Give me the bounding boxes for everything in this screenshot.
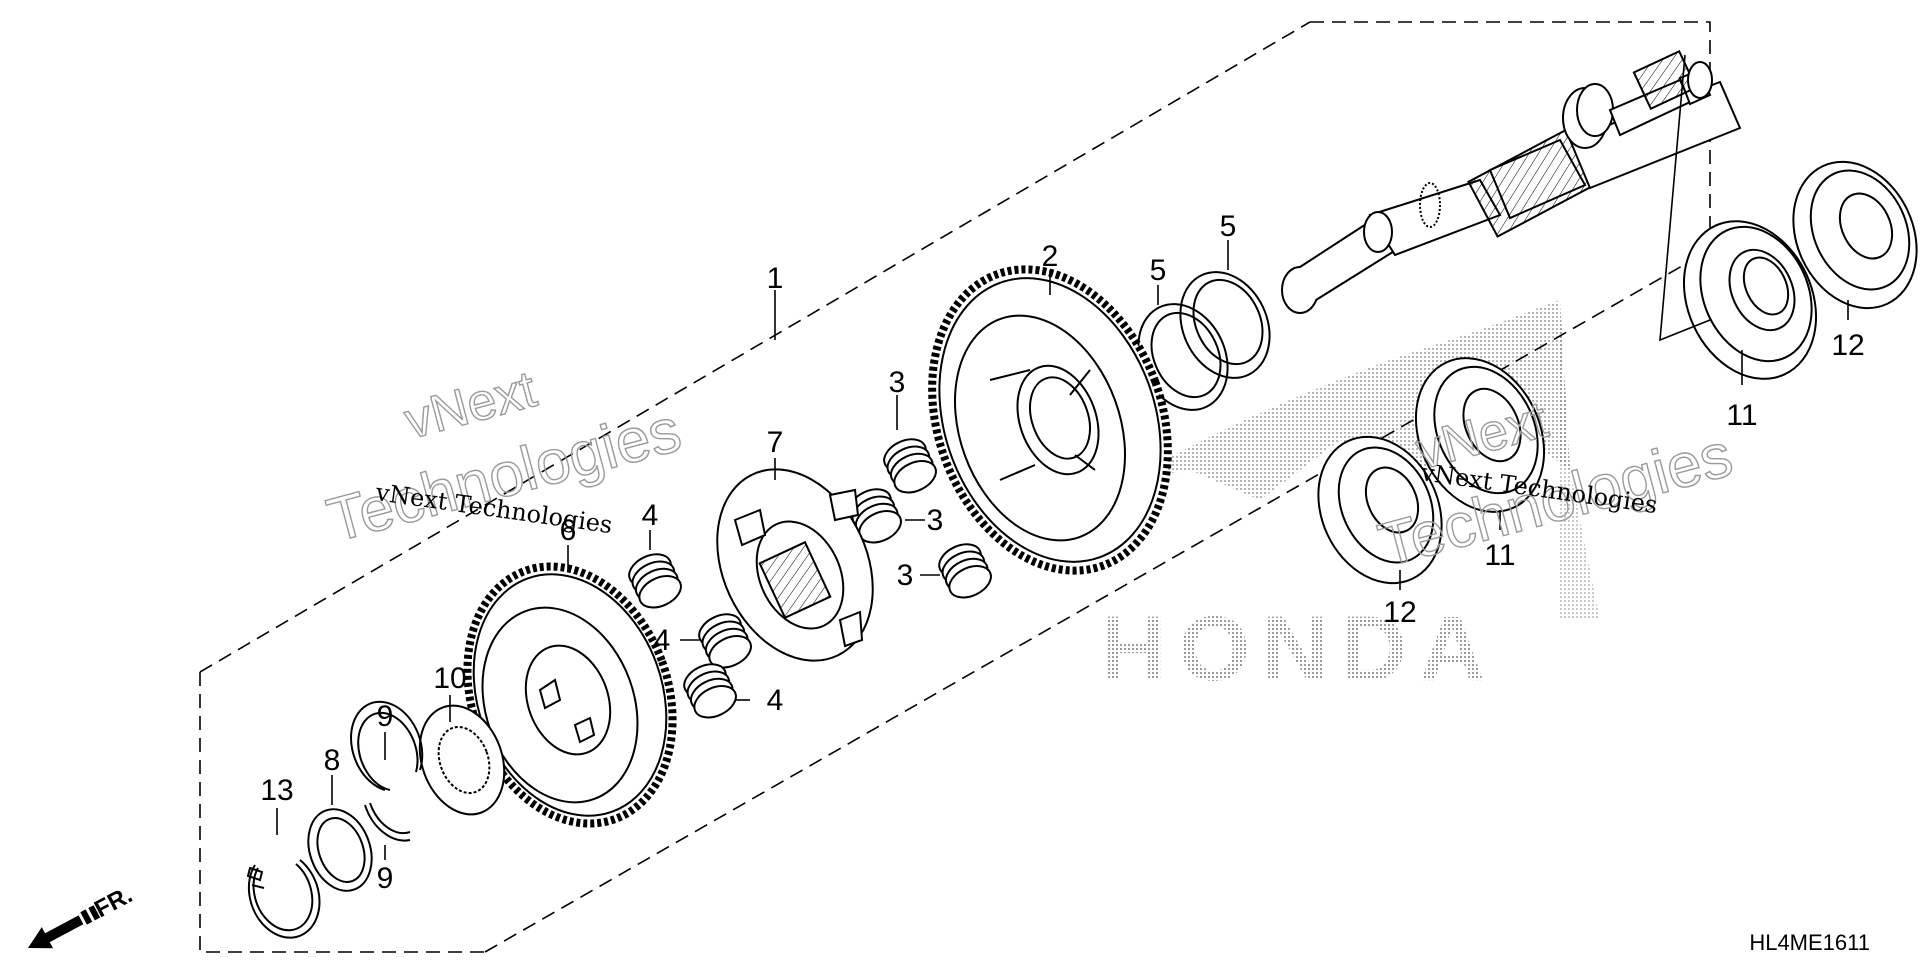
thrust-washers-5 (1137, 271, 1271, 411)
callout-13: 13 (260, 774, 293, 807)
callouts: 1 2 3 3 3 4 4 4 5 5 6 7 8 9 9 10 11 11 1… (260, 210, 1864, 895)
splined-washer-10 (418, 704, 506, 816)
callout-7: 7 (767, 426, 784, 459)
callout-5-left: 5 (1150, 254, 1167, 287)
callout-3-top: 3 (889, 366, 906, 399)
callout-10: 10 (433, 662, 466, 695)
assembly-boundary (199, 21, 1711, 953)
callout-4-mid: 4 (654, 624, 671, 657)
split-collars-9 (350, 700, 424, 842)
honda-logo-text: HONDA (1100, 598, 1497, 700)
thrust-washer-8 (307, 808, 373, 892)
callout-6: 6 (560, 514, 577, 547)
driven-gear-2 (928, 265, 1172, 575)
damper-springs-4 (628, 553, 752, 719)
callout-12-right: 12 (1831, 329, 1864, 362)
callout-12-mid: 12 (1383, 596, 1416, 629)
diagram-code: HL4ME1611 (1749, 930, 1870, 955)
callout-1: 1 (767, 262, 784, 295)
callout-4-low: 4 (767, 684, 784, 717)
drive-gear-6 (463, 562, 677, 828)
callout-5-right: 5 (1220, 210, 1237, 243)
callout-4-top: 4 (642, 499, 659, 532)
honda-logo-watermark: HONDA (1100, 300, 1600, 700)
callout-2: 2 (1042, 240, 1059, 273)
callout-3-low: 3 (897, 559, 914, 592)
callout-3-mid: 3 (927, 504, 944, 537)
callout-8: 8 (324, 744, 341, 777)
bearing-11-upper (1682, 220, 1818, 380)
front-direction-indicator: FR. (28, 881, 137, 949)
callout-11-right: 11 (1726, 399, 1757, 432)
callout-9-top: 9 (377, 700, 394, 733)
oil-seal-12-mid (1317, 435, 1443, 585)
callout-11-mid: 11 (1484, 539, 1515, 572)
oil-seal-12-upper (1792, 160, 1918, 310)
countershaft (1281, 49, 1742, 314)
leader-lines (276, 54, 1849, 860)
front-arrow-icon (28, 905, 101, 949)
damper-springs-3 (848, 438, 992, 599)
bearing-11-mid (1414, 357, 1546, 513)
callout-9-bottom: 9 (377, 862, 394, 895)
snap-ring-13 (246, 859, 321, 939)
damper-hub-7 (716, 468, 874, 662)
